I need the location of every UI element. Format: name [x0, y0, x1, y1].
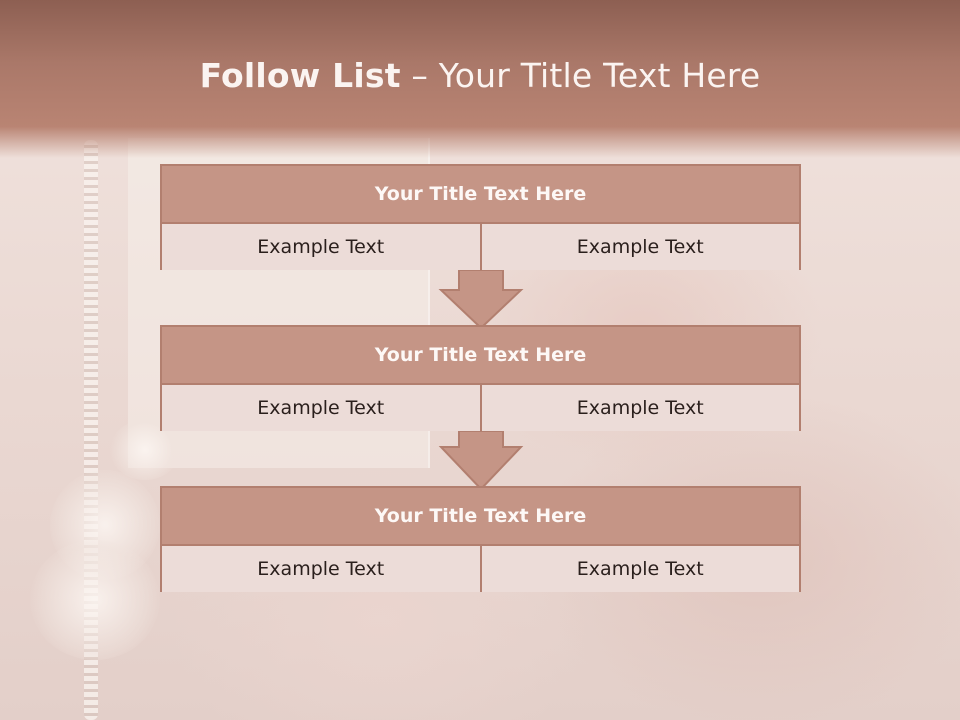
- block-cell-right: Example Text: [479, 224, 799, 270]
- page-title-rest: – Your Title Text Here: [400, 56, 761, 95]
- block-cell-right: Example Text: [479, 385, 799, 431]
- page-title-bold: Follow List: [199, 56, 401, 95]
- block-cell-left: Example Text: [162, 546, 480, 592]
- block-cell-left: Example Text: [162, 224, 480, 270]
- list-block-1: Your Title Text Here Example Text Exampl…: [160, 164, 801, 270]
- block-row: Example Text Example Text: [162, 546, 799, 592]
- block-cell-left: Example Text: [162, 385, 480, 431]
- block-row: Example Text Example Text: [162, 385, 799, 431]
- flower-decoration: [30, 540, 160, 660]
- block-row: Example Text Example Text: [162, 224, 799, 270]
- block-cell-right: Example Text: [479, 546, 799, 592]
- list-block-3: Your Title Text Here Example Text Exampl…: [160, 486, 801, 592]
- block-heading: Your Title Text Here: [162, 166, 799, 224]
- down-arrow-icon: [438, 431, 524, 491]
- list-block-2: Your Title Text Here Example Text Exampl…: [160, 325, 801, 431]
- down-arrow-icon: [438, 270, 524, 330]
- block-heading: Your Title Text Here: [162, 488, 799, 546]
- block-heading: Your Title Text Here: [162, 327, 799, 385]
- page-title: Follow List – Your Title Text Here: [0, 56, 960, 95]
- header-band: [0, 0, 960, 158]
